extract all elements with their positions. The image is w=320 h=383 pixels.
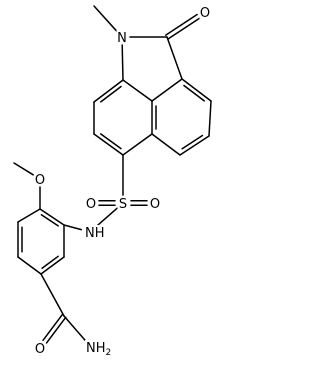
atom-mask-o-s2 bbox=[149, 196, 161, 210]
atom-o-s2: O bbox=[149, 196, 161, 212]
atom-mask-n1 bbox=[116, 30, 128, 44]
atom-o-me: O bbox=[34, 172, 46, 188]
bond-c3-c4 bbox=[208, 100, 212, 137]
atom-label-s: S bbox=[119, 197, 127, 212]
atom-mask-nh bbox=[84, 225, 106, 239]
bond-c8b-c8a bbox=[122, 79, 153, 102]
atom-o-keto: O bbox=[199, 5, 211, 21]
bond-o_me-methyl_o bbox=[13, 162, 34, 176]
bond-c6-c5a bbox=[122, 133, 153, 156]
bond-b1-b2-inner bbox=[40, 213, 59, 227]
bond-c4-c5-inner bbox=[181, 134, 204, 150]
bond-c_amide-o_amide-b bbox=[45, 316, 67, 344]
atom-o-amide: O bbox=[34, 341, 46, 357]
atom-label-layer: N O S O O NH O O NH2 bbox=[34, 5, 211, 358]
bond-c8a-n1 bbox=[121, 44, 124, 81]
atom-o-s1: O bbox=[85, 196, 97, 212]
bond-c8a-c8-inner bbox=[100, 85, 122, 103]
atom-nh: NH bbox=[84, 225, 106, 241]
atom-label-o-s2: O bbox=[150, 197, 160, 212]
atom-label-n-amide: NH2 bbox=[86, 341, 111, 358]
bond-s-nh bbox=[96, 207, 118, 227]
atom-mask-o-amide bbox=[34, 341, 46, 355]
atom-label-o-keto: O bbox=[200, 6, 210, 21]
atom-label-n1: N bbox=[117, 31, 127, 46]
atom-mask-o-me bbox=[34, 172, 46, 186]
atom-mask-n-amide bbox=[85, 340, 107, 354]
bond-b2-b3 bbox=[17, 208, 41, 223]
atom-mask-o-s1 bbox=[85, 196, 97, 210]
bond-b1-b2 bbox=[39, 208, 65, 226]
bond-b5-b6 bbox=[40, 256, 65, 275]
bond-c8a-c8 bbox=[93, 79, 124, 103]
bond-b5-c_amide bbox=[40, 273, 65, 317]
bond-c4-c5 bbox=[179, 135, 210, 156]
atom-n1: N bbox=[116, 30, 128, 46]
atom-label-o-me: O bbox=[35, 173, 45, 188]
bond-c5-c5a bbox=[151, 133, 181, 156]
atom-s: S bbox=[117, 196, 129, 212]
bond-b5-b6-inner bbox=[41, 255, 59, 269]
bond-c2a-c3 bbox=[181, 78, 212, 102]
atom-label-nh: NH bbox=[85, 226, 105, 241]
chemical-structure-diagram: N O S O O NH O O NH2 bbox=[13, 5, 212, 358]
bond-c2-o_keto-b bbox=[165, 13, 198, 36]
bond-layer bbox=[13, 5, 212, 344]
atom-label-o-amide: O bbox=[35, 342, 45, 357]
bond-methyl_n-n1 bbox=[93, 5, 118, 32]
bond-c7-c6-inner bbox=[99, 133, 122, 150]
atom-mask-o-keto bbox=[199, 5, 211, 19]
bond-c2-c2a bbox=[166, 36, 183, 80]
bond-c2-o_keto-a bbox=[167, 17, 201, 40]
atom-mask-s bbox=[117, 196, 129, 210]
bond-c8b-c2a bbox=[151, 78, 183, 102]
bond-c7-c6 bbox=[93, 133, 124, 156]
bond-c2a-c3-inner bbox=[183, 84, 205, 102]
bond-c_amide-o_amide-a bbox=[42, 313, 63, 342]
atom-n-amide: NH2 bbox=[85, 340, 111, 358]
atom-label-o-s1: O bbox=[86, 197, 96, 212]
bond-nh-b1 bbox=[63, 224, 83, 231]
bond-c_amide-n_amide bbox=[63, 315, 86, 341]
bond-b4-b5 bbox=[17, 256, 42, 275]
